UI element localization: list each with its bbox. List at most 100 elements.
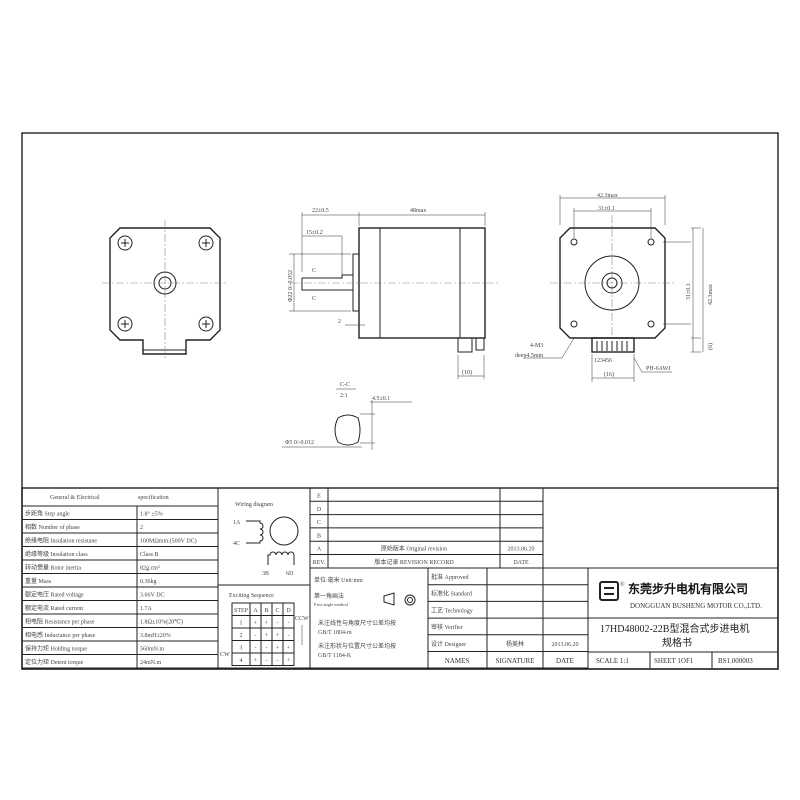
side-view: 22±0.5 48max 15±0.2 Φ22 0/-0.052 2 (10) … bbox=[288, 208, 500, 379]
revision-header-date: DATE bbox=[513, 560, 529, 566]
sequence-title: Exciting Sequence bbox=[229, 593, 274, 599]
section-view: C-C 2:1 4.5±0.1 Φ5 0/-0.012 bbox=[282, 382, 412, 450]
screw-icon bbox=[117, 235, 133, 251]
revision-description: 原始版本 Original revision bbox=[381, 545, 447, 553]
dim-connector-width: (16) bbox=[604, 371, 614, 378]
registered-mark: ® bbox=[620, 581, 625, 588]
spec-value: 100MΩmin.(500V DC) bbox=[140, 538, 197, 545]
dim-connector: (10) bbox=[462, 369, 472, 376]
document-number: BS1.000003 bbox=[718, 657, 753, 665]
dim-shaft-length: 22±0.5 bbox=[312, 208, 329, 214]
revision-letter: E bbox=[317, 494, 321, 500]
approval-name: 杨美林 bbox=[506, 640, 524, 648]
sequence-header: A bbox=[253, 608, 258, 614]
sequence-header: D bbox=[286, 608, 291, 614]
sequence-cell: + bbox=[254, 658, 258, 664]
revision-date: 2013.06.20 bbox=[508, 547, 535, 553]
wire-label-6d: 6D bbox=[286, 571, 294, 577]
sequence-header: B bbox=[264, 608, 268, 614]
screw-icon bbox=[198, 316, 214, 332]
revision-letter: D bbox=[317, 507, 322, 513]
sequence-cell: + bbox=[287, 658, 291, 664]
spec-name: 相电感 Inductance per phase bbox=[25, 631, 95, 639]
screw-icon bbox=[198, 235, 214, 251]
spec-value: 560mN.m bbox=[140, 647, 165, 653]
dim-shaft-diameter: Φ5 0/-0.012 bbox=[285, 440, 314, 446]
dim-boss-diameter: Φ22 0/-0.052 bbox=[288, 270, 294, 302]
sequence-cell: + bbox=[276, 633, 280, 639]
dim-holes-depth: deep4.5min bbox=[515, 353, 543, 359]
cw-label: CW bbox=[220, 652, 230, 658]
first-angle-symbol-icon bbox=[383, 592, 395, 606]
spec-name: 相数 Number of phase bbox=[25, 523, 80, 531]
document-subtitle: 规格书 bbox=[662, 636, 692, 649]
tolerance-note-1: 未注线性与角度尺寸公差均按 bbox=[318, 619, 396, 627]
approval-role: 工艺 Technology bbox=[431, 606, 473, 614]
dim-height: 42.3max bbox=[708, 284, 714, 305]
revision-header-rev: REV. bbox=[313, 560, 326, 566]
spec-value: 0.36kg bbox=[140, 579, 157, 585]
wiring-diagram: Wiring diagram 1A 4C 3B 6D bbox=[217, 487, 311, 586]
wiring-title: Wiring diagram bbox=[235, 502, 273, 508]
company-name-cn: 东莞步升电机有限公司 bbox=[628, 581, 748, 596]
spec-name: 保持力矩 Holding torque bbox=[25, 645, 87, 653]
projection-circle-inner-icon bbox=[407, 597, 413, 603]
projection-cn: 第一角画法 bbox=[314, 592, 344, 600]
sequence-cell: + bbox=[254, 621, 258, 627]
spec-name: 绝缘电阻 Insulation resistane bbox=[25, 537, 97, 545]
revision-letter: A bbox=[317, 547, 322, 553]
sequence-cell: - bbox=[277, 658, 279, 664]
sequence-cell: - bbox=[277, 621, 279, 627]
dim-hole-spacing-v: 31±0.1 bbox=[686, 283, 692, 300]
projection-en: First angle method bbox=[314, 602, 348, 607]
revision-table: E D C B A 原始版本 Original revision 2013.06.20REV… bbox=[309, 487, 544, 569]
section-label: C-C bbox=[340, 382, 350, 388]
spec-value: Class B bbox=[140, 552, 159, 558]
tolerance-std-1: GB/T 1804-m bbox=[318, 630, 352, 636]
spec-value: 3.8mH±20% bbox=[140, 633, 171, 639]
sequence-cell: + bbox=[265, 621, 269, 627]
spec-name: 额定电压 Rated voltage bbox=[25, 591, 84, 599]
sequence-cell: + bbox=[276, 646, 280, 652]
spec-name: 定位力矩 Detent torque bbox=[25, 658, 84, 666]
section-scale: 2:1 bbox=[340, 393, 348, 399]
approval-role: 批准 Approved bbox=[431, 573, 469, 581]
spec-table: General & Electrical specification 步距角 S… bbox=[21, 487, 219, 669]
revision-header-desc: 版本记录 REVISION RECORD bbox=[374, 558, 454, 566]
sequence-cell: - bbox=[266, 658, 268, 664]
spec-value: 82g.cm² bbox=[140, 566, 160, 572]
tolerance-note-2: 未注形状与位置尺寸公差均按 bbox=[318, 642, 396, 650]
sequence-cell: 4 bbox=[240, 658, 243, 664]
dim-body-length: 48max bbox=[410, 208, 426, 214]
title-block: ® 东莞步升电机有限公司 DONGGUAN BUSHENG MOTOR CO.,… bbox=[588, 581, 778, 668]
spec-value: 3.06V DC bbox=[140, 593, 165, 599]
connector-pins: 123456 bbox=[594, 358, 612, 364]
spec-name: 绝缘等级 Insulation class bbox=[25, 550, 88, 558]
approval-footer: SIGNATURE bbox=[496, 657, 535, 665]
revision-letter: C bbox=[317, 520, 321, 526]
revision-letter: B bbox=[317, 533, 321, 539]
approval-role: 标准化 Standard bbox=[431, 590, 472, 598]
spec-value: 1.7A bbox=[140, 606, 153, 612]
sequence-header: C bbox=[275, 608, 279, 614]
sequence-cell: - bbox=[255, 633, 257, 639]
spec-value: 2 bbox=[140, 525, 143, 531]
sequence-cell: - bbox=[288, 633, 290, 639]
spec-name: 步距角 Step angle bbox=[25, 510, 70, 518]
sequence-cell: - bbox=[255, 646, 257, 652]
sequence-cell: 2 bbox=[240, 633, 243, 639]
approval-role: 设计 Designer bbox=[431, 640, 466, 648]
unit-note: 单位:毫米 Unit:mm bbox=[314, 576, 363, 584]
spec-name: 相电阻 Resistance per phase bbox=[25, 618, 95, 626]
scale: SCALE 1:1 bbox=[596, 657, 629, 665]
dim-flat: 4.5±0.1 bbox=[372, 396, 390, 402]
ccw-label: CCW bbox=[295, 616, 309, 622]
sequence-cell: - bbox=[266, 646, 268, 652]
dim-width: 42.3max bbox=[597, 193, 618, 199]
sequence-cell: - bbox=[288, 621, 290, 627]
cut-mark-top: C bbox=[312, 268, 316, 274]
spec-value: 1.8Ω±10%(20℃) bbox=[140, 619, 183, 626]
